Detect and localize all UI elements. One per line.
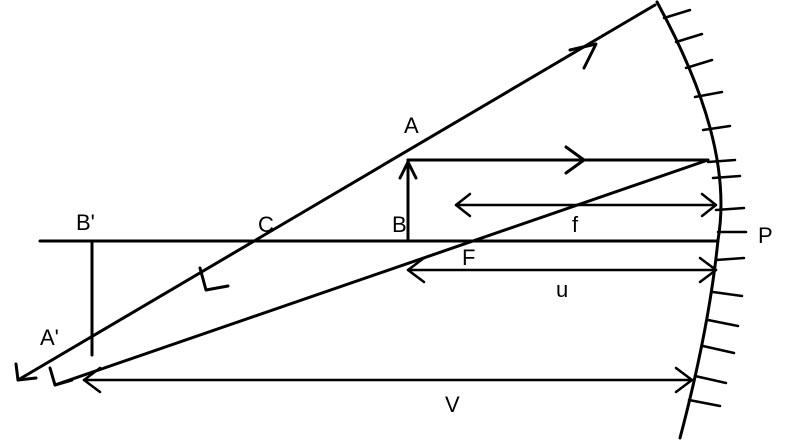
- reflected-ray-arrow-tip: [48, 366, 74, 387]
- object-distance-arrow-left: [406, 256, 426, 284]
- ray-center-arrow-up: [568, 42, 598, 70]
- ray-through-center: [16, 3, 657, 382]
- ray-center-arrow-tip: [14, 362, 38, 382]
- image-distance-arrow-left: [82, 366, 102, 394]
- reflected-ray-through-focus: [53, 158, 710, 387]
- label-b-image: B': [76, 210, 95, 235]
- label-a-image: A': [40, 325, 59, 350]
- image-distance-arrow-right: [674, 366, 694, 394]
- label-f-point: F: [462, 245, 475, 270]
- label-a: A: [404, 113, 419, 138]
- ray-center-arrow-down: [198, 266, 230, 292]
- label-b: B: [392, 212, 407, 237]
- label-object-distance: u: [556, 277, 568, 302]
- focal-length-arrow-left: [454, 192, 472, 218]
- parallel-ray-arrow: [564, 145, 586, 175]
- object-arrowhead: [398, 160, 418, 180]
- mirror-hatching: [662, 8, 748, 408]
- label-p: P: [758, 223, 773, 248]
- object-distance-arrow-right: [698, 256, 718, 284]
- label-focal-length: f: [572, 212, 579, 237]
- label-image-distance: V: [445, 392, 460, 417]
- focal-length-arrow-right: [700, 192, 718, 218]
- label-c: C: [258, 212, 274, 237]
